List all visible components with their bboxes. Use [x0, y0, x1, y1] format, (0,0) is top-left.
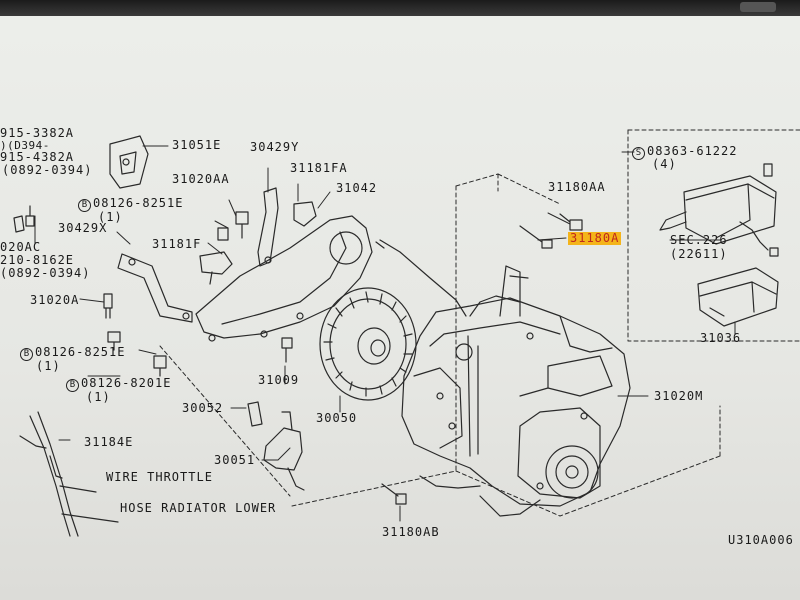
bolt-ref-icon: B [20, 348, 33, 361]
sensor-30051 [247, 401, 305, 491]
bolt-ref-icon: B [66, 379, 79, 392]
part-label-30429x: 30429X [58, 221, 108, 235]
bracket-30429x [117, 253, 193, 323]
exploded-view-drawing [13, 129, 800, 537]
left-label-6: 210-8162E [0, 253, 75, 267]
bracket-31036 [697, 267, 779, 327]
left-label-5: 020AC [0, 240, 42, 254]
part-label-30052: 30052 [182, 401, 224, 415]
screw-ref-icon: S [632, 147, 645, 160]
part-number: 08126-8201E [81, 376, 172, 390]
part-qty: (1) [86, 390, 111, 404]
part-label-30429y: 30429Y [250, 140, 300, 154]
part-label-31181fa: 31181FA [290, 161, 348, 175]
part-label-31020aa: 31020AA [172, 172, 230, 186]
part-qty: (1) [36, 359, 61, 373]
part-label-31181f: 31181F [152, 237, 202, 251]
left-label-7: (0892-0394) [0, 266, 91, 280]
part-label-31020m: 31020M [654, 389, 704, 403]
harness-lines [19, 239, 467, 537]
callout-hose-radiator-lower: HOSE RADIATOR LOWER [120, 501, 277, 515]
figure-code: U310A006 [728, 533, 794, 547]
part-label-30050: 30050 [316, 411, 358, 425]
part-label-31009: 31009 [258, 373, 300, 387]
ecu-section-box [159, 129, 800, 517]
part-number: 08126-8251E [93, 196, 184, 210]
part-label-31051e: 31051E [172, 138, 222, 152]
ecu-module [659, 163, 779, 257]
part-label-31180ab: 31180AB [382, 525, 440, 539]
bracket-30429y [257, 187, 279, 267]
part-label-31042: 31042 [336, 181, 378, 195]
bolt-31020aa [217, 211, 249, 241]
left-label-1: 915-3382A [0, 126, 75, 140]
part-label-31180aa: 31180AA [548, 180, 606, 194]
part-label-22611: (22611) [670, 247, 728, 261]
part-qty: (4) [652, 157, 677, 171]
bolt-ref-icon: B [78, 199, 91, 212]
transmission-31020m [401, 265, 631, 517]
part-qty: (1) [98, 210, 123, 224]
part-label-31020a: 31020A [30, 293, 80, 307]
left-bolts [13, 205, 167, 377]
part-label-30051: 30051 [214, 453, 256, 467]
leader-lines [34, 145, 736, 522]
part-label-31180a-highlighted[interactable]: 31180A [568, 231, 622, 245]
part-label-31184e: 31184E [84, 435, 134, 449]
webcam-housing [740, 2, 776, 12]
bracket-31051e [109, 135, 149, 189]
sensor-31181f [199, 201, 317, 285]
part-label-sec226: SEC.226 [670, 233, 728, 247]
left-label-3: 915-4382A [0, 150, 75, 164]
plate-31042 [195, 215, 373, 342]
callout-wire-throttle: WIRE THROTTLE [106, 470, 213, 484]
monitor-bezel [0, 0, 800, 16]
left-label-2: )(D394- [0, 139, 50, 152]
part-number: 08126-8251E [35, 345, 126, 359]
torque-converter-30050 [319, 287, 417, 401]
left-label-4: (0892-0394) [2, 163, 93, 177]
part-label-31036: 31036 [700, 331, 742, 345]
mounting-bolts [281, 213, 583, 505]
part-number: 08363-61222 [647, 144, 738, 158]
